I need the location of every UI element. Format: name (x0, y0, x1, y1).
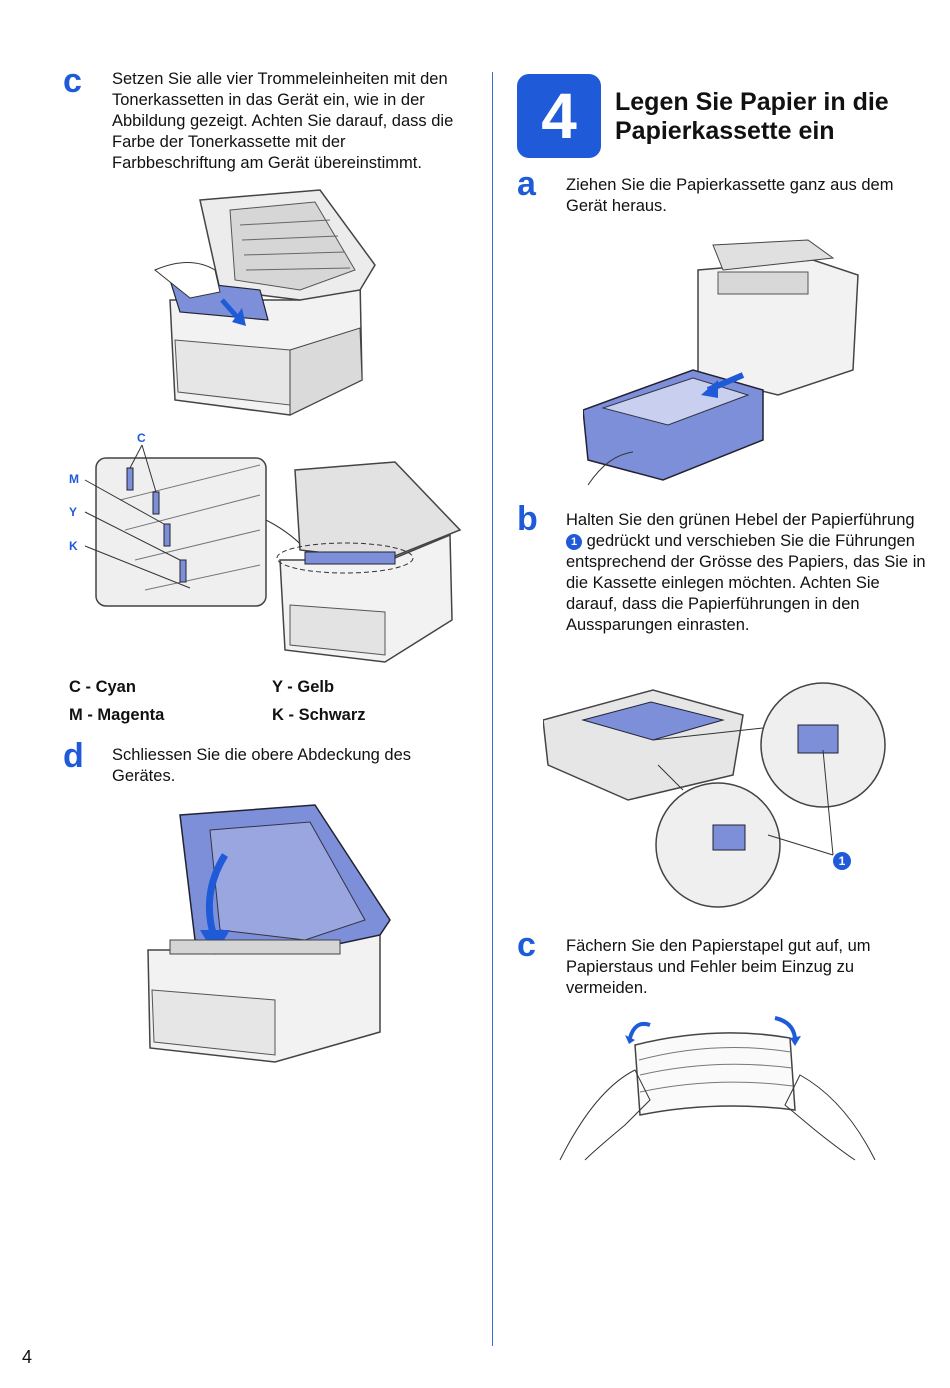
step-letter-b: b (517, 500, 538, 538)
label-c: C (137, 431, 146, 445)
step-c-text: Setzen Sie alle vier Trommeleinheiten mi… (112, 70, 454, 172)
legend-black: K - Schwarz (272, 706, 366, 724)
section-number-badge: 4 (517, 74, 601, 158)
step-letter-d: d (63, 737, 84, 775)
legend-magenta: M - Magenta (69, 706, 165, 724)
page-number: 4 (22, 1347, 33, 1367)
color-label-detail-illustration (84, 444, 462, 663)
step-letter-a: a (517, 165, 536, 203)
step-c-right-text: Fächern Sie den Papierstapel gut auf, um… (566, 937, 871, 997)
label-m: M (69, 472, 79, 486)
step-b-text: Halten Sie den grünen Hebel der Papierfü… (566, 510, 926, 636)
label-y: Y (69, 505, 78, 519)
step-b-text-after: gedrückt und verschieben Sie die Führung… (566, 532, 926, 634)
printer-close-cover-illustration (147, 804, 391, 1063)
paper-guide-adjust-illustration (543, 682, 886, 908)
step-letter-c: c (63, 62, 82, 100)
step-letter-c-right: c (517, 926, 536, 964)
figure-callout-1: 1 (833, 852, 851, 870)
callout-1: 1 (566, 534, 582, 550)
legend-cyan: C - Cyan (69, 678, 136, 696)
paper-fanning-illustration (559, 1016, 876, 1161)
label-k: K (69, 539, 78, 553)
legend-yellow: Y - Gelb (272, 678, 335, 696)
step-b-text-before: Halten Sie den grünen Hebel der Papierfü… (566, 511, 915, 529)
printer-drum-insert-illustration (154, 189, 376, 416)
step-a-text: Ziehen Sie die Papierkassette ganz aus d… (566, 176, 894, 215)
step-d-text: Schliessen Sie die obere Abdeckung des G… (112, 746, 412, 785)
section-title: Legen Sie Papier in die Papierkassette e… (615, 88, 889, 145)
paper-tray-pull-illustration (583, 239, 859, 486)
column-divider (492, 72, 493, 1346)
